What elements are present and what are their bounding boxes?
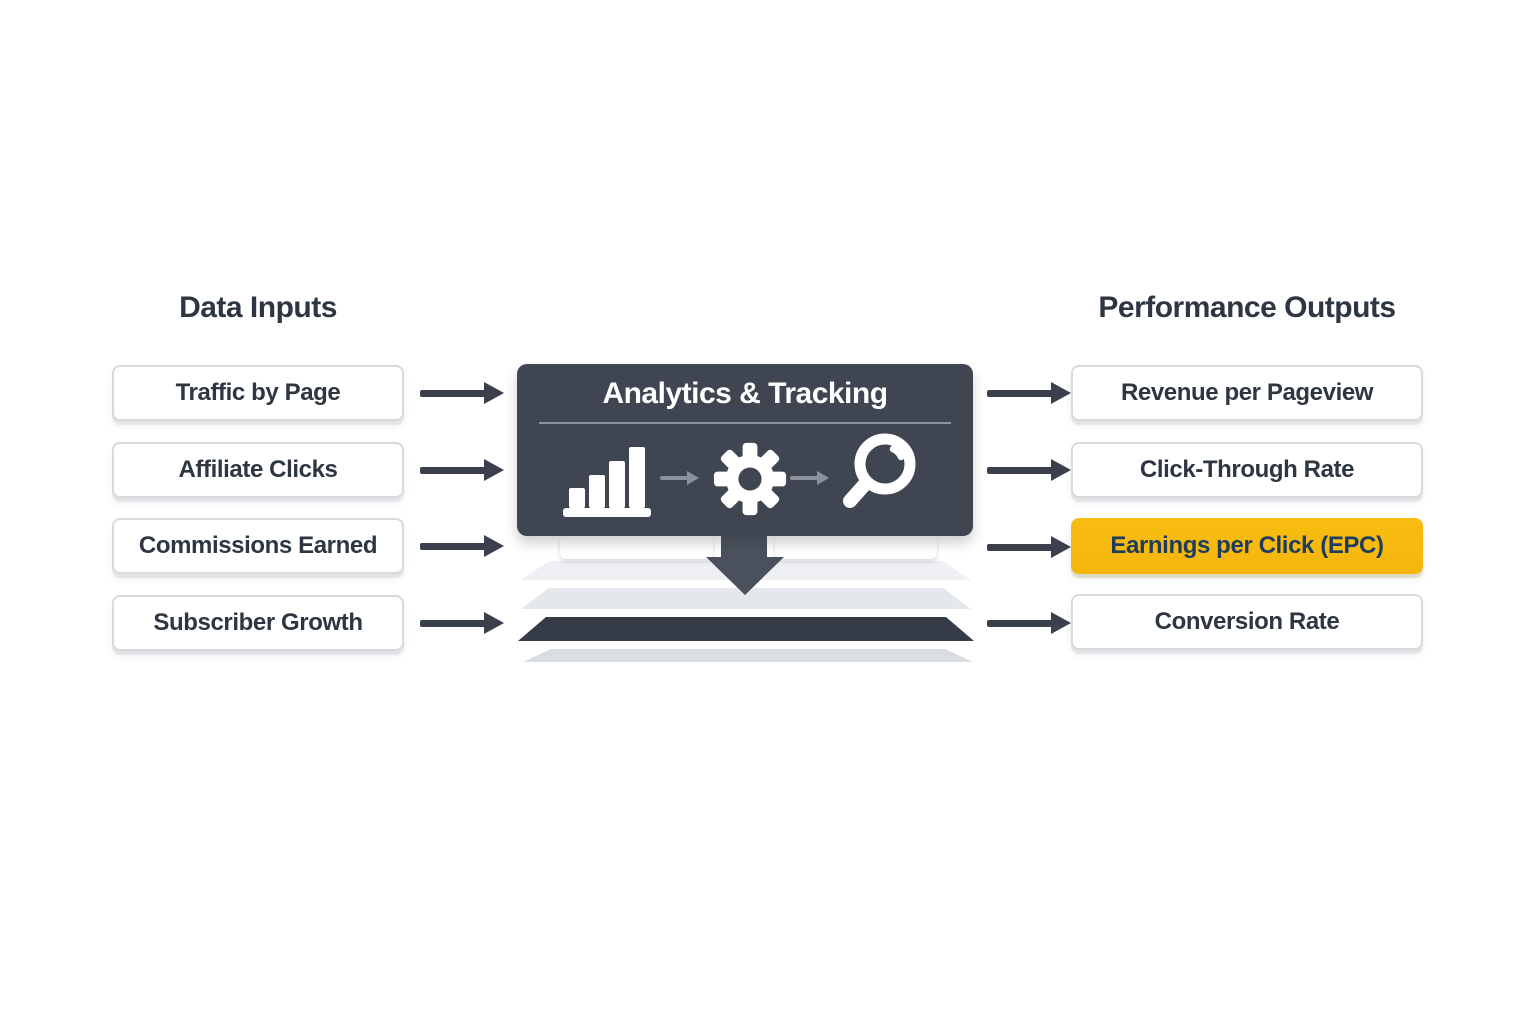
analytics-panel-title: Analytics & Tracking [602,377,888,410]
output-box-conversion-rate: Conversion Rate [1071,594,1423,650]
bar-chart-icon [563,447,651,517]
output-box-earnings-per-click-highlighted: Earnings per Click (EPC) [1071,518,1423,574]
flow-arrow-input-3 [420,535,504,557]
data-inputs-heading: Data Inputs [179,291,337,324]
flow-arrow-output-4 [987,612,1071,634]
arrow-shaft [420,390,486,397]
paper-stack-right [775,535,937,559]
flow-arrow-input-4 [420,612,504,634]
input-box-affiliate-clicks: Affiliate Clicks [112,442,404,498]
arrow-shaft [420,543,486,550]
process-arrow-icon-1 [660,471,700,485]
arrow-head [1051,382,1071,404]
arrow-shaft [790,476,818,480]
arrow-head [1051,536,1071,558]
arrow-shaft [987,620,1053,627]
flow-arrow-input-1 [420,382,504,404]
output-box-click-through-rate: Click-Through Rate [1071,442,1423,498]
paper-stack-left [560,535,713,559]
arrow-head [1051,459,1071,481]
input-box-subscriber-growth: Subscriber Growth [112,595,404,651]
gear-icon [713,442,787,516]
magnifier-icon [843,433,916,508]
arrow-head [484,612,504,634]
arrow-shaft [987,544,1053,551]
panel-divider [539,422,951,424]
arrow-head [687,471,699,485]
layer-band-dark [518,617,974,641]
arrow-shaft [420,467,486,474]
arrow-shaft [987,390,1053,397]
layer-band-3 [523,649,973,662]
input-box-commissions-earned: Commissions Earned [112,518,404,574]
output-box-revenue-per-pageview: Revenue per Pageview [1071,365,1423,421]
arrow-head [484,382,504,404]
arrow-head [484,535,504,557]
flow-arrow-output-3 [987,536,1071,558]
flow-arrow-output-2 [987,459,1071,481]
performance-outputs-heading: Performance Outputs [1098,291,1396,324]
arrow-head [484,459,504,481]
down-arrow-icon [706,557,784,595]
arrow-shaft [420,620,486,627]
arrow-shaft [660,476,688,480]
input-box-traffic-by-page: Traffic by Page [112,365,404,421]
arrow-head [817,471,829,485]
flow-arrow-output-1 [987,382,1071,404]
process-arrow-icon-2 [790,471,830,485]
analytics-panel: Analytics & Tracking [517,364,973,536]
arrow-shaft [987,467,1053,474]
layer-band-2 [521,588,971,609]
flow-arrow-input-2 [420,459,504,481]
arrow-head [1051,612,1071,634]
